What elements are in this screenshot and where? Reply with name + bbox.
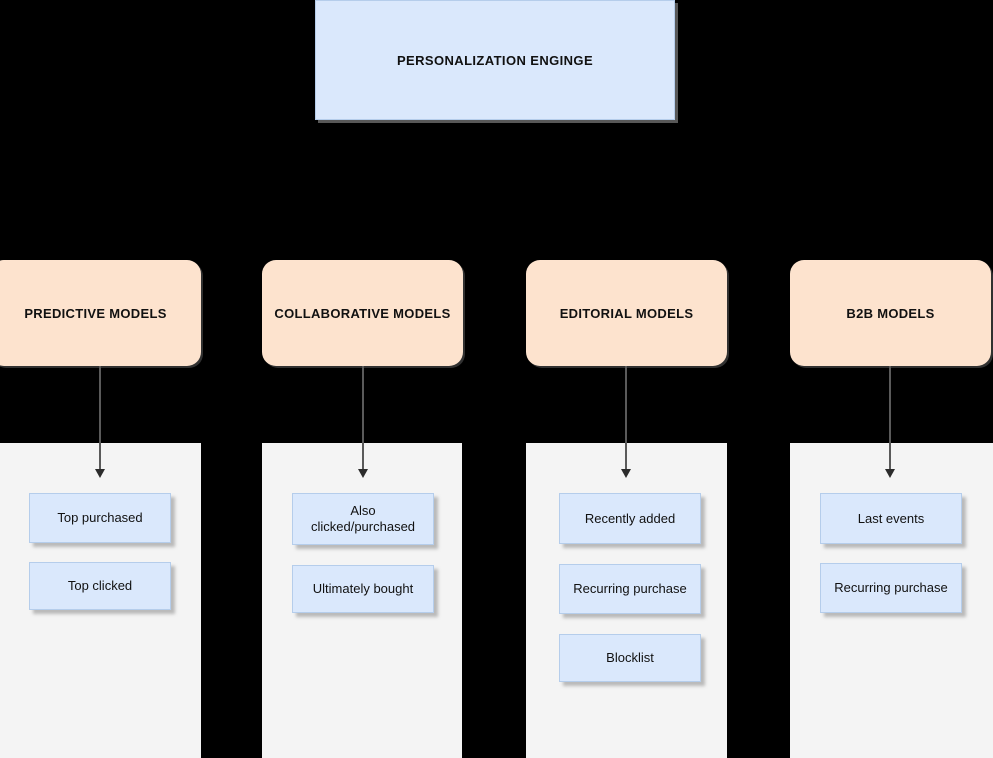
arrow-down-collaborative (357, 366, 369, 478)
item-box-ultimately-bought[interactable]: Ultimately bought (292, 565, 434, 613)
item-label-ultimately-bought: Ultimately bought (312, 581, 414, 597)
personalization-engine-label: PERSONALIZATION ENGINGE (396, 52, 594, 68)
item-box-top-purchased[interactable]: Top purchased (29, 493, 171, 543)
item-label-top-clicked: Top clicked (67, 578, 133, 594)
item-box-recurring-purchase-editorial[interactable]: Recurring purchase (559, 564, 701, 614)
arrow-down-predictive (94, 366, 106, 478)
item-box-last-events[interactable]: Last events (820, 493, 962, 544)
item-label-last-events: Last events (857, 510, 925, 526)
item-label-top-purchased: Top purchased (57, 510, 143, 526)
item-box-recently-added[interactable]: Recently added (559, 493, 701, 544)
item-label-recently-added: Recently added (584, 510, 676, 526)
model-box-editorial[interactable]: EDITORIAL MODELS (526, 260, 727, 366)
item-box-top-clicked[interactable]: Top clicked (29, 562, 171, 610)
item-label-also-clicked-purchased: Also clicked/purchased (310, 503, 416, 534)
model-box-collaborative-label: COLLABORATIVE MODELS (274, 305, 451, 321)
personalization-engine-box[interactable]: PERSONALIZATION ENGINGE (315, 0, 675, 120)
model-box-predictive-label: PREDICTIVE MODELS (24, 305, 167, 321)
item-label-recurring-purchase-b2b: Recurring purchase (834, 580, 948, 596)
item-box-also-clicked-purchased[interactable]: Also clicked/purchased (292, 493, 434, 545)
model-box-editorial-label: EDITORIAL MODELS (559, 305, 694, 321)
item-box-recurring-purchase-b2b[interactable]: Recurring purchase (820, 563, 962, 613)
model-box-b2b-label: B2B MODELS (846, 305, 935, 321)
model-box-collaborative[interactable]: COLLABORATIVE MODELS (262, 260, 463, 366)
model-box-b2b[interactable]: B2B MODELS (790, 260, 991, 366)
arrow-down-b2b (884, 366, 896, 478)
item-label-recurring-purchase-editorial: Recurring purchase (573, 581, 687, 597)
item-label-blocklist: Blocklist (606, 650, 654, 666)
item-box-blocklist[interactable]: Blocklist (559, 634, 701, 682)
model-box-predictive[interactable]: PREDICTIVE MODELS (0, 260, 201, 366)
arrow-down-editorial (620, 366, 632, 478)
